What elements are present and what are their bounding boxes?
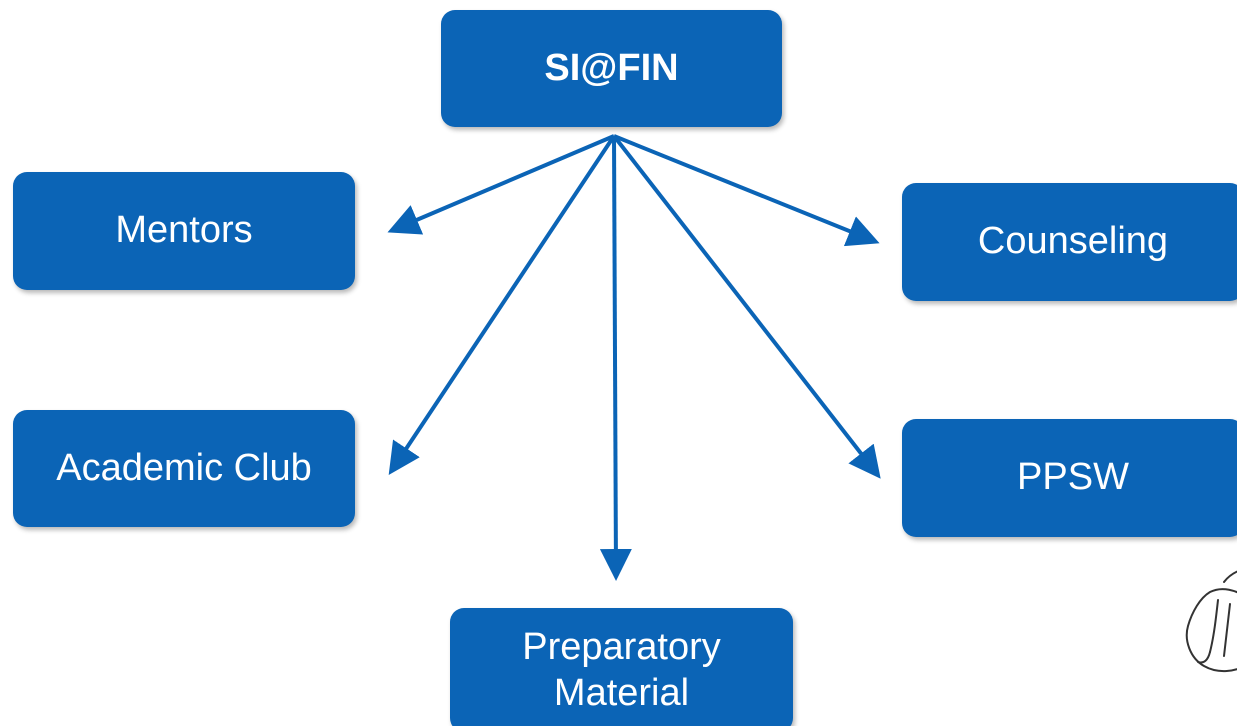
- node-si-fin: SI@FIN: [441, 10, 782, 127]
- node-mentors: Mentors: [13, 172, 355, 290]
- node-ppsw-label: PPSW: [1017, 456, 1129, 499]
- arrow-to-ppsw: [612, 134, 881, 479]
- hand-cursor-icon: [1185, 570, 1237, 672]
- node-ppsw: PPSW: [902, 419, 1237, 537]
- node-mentors-label: Mentors: [115, 209, 253, 252]
- node-si-fin-label: SI@FIN: [544, 46, 679, 89]
- node-academic-club: Academic Club: [13, 410, 355, 527]
- arrow-to-academic-club: [388, 134, 616, 475]
- arrow-to-preparatory-material: [599, 135, 632, 581]
- node-preparatory-material-line1: Preparatory: [522, 626, 721, 669]
- node-counseling-label: Counseling: [977, 220, 1169, 263]
- arrow-to-mentors: [387, 134, 615, 235]
- node-counseling: Counseling: [902, 183, 1237, 301]
- arrow-to-counseling: [613, 134, 880, 247]
- node-academic-club-label: Academic Club: [56, 446, 312, 489]
- node-preparatory-material-line2: Material: [553, 672, 690, 714]
- node-preparatory-material: Preparatory Material: [450, 608, 793, 726]
